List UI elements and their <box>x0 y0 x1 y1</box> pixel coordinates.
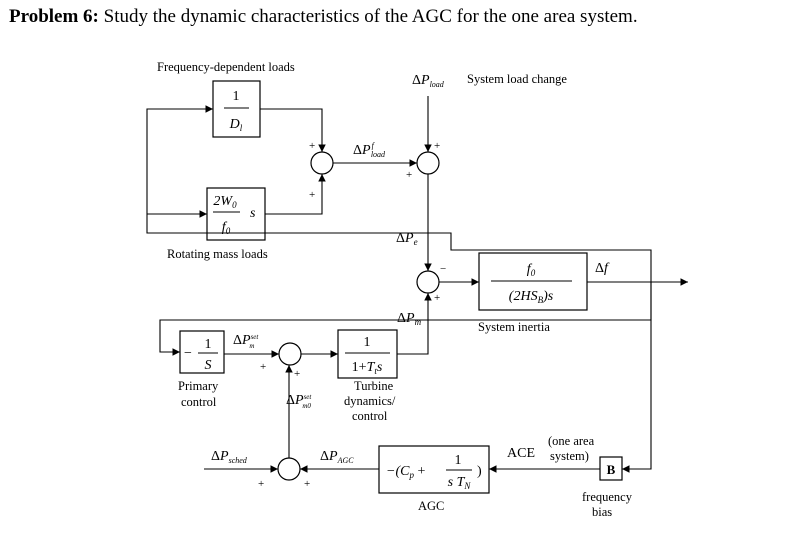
dynamics-label: dynamics/ <box>344 394 396 408</box>
svg-text:Dl: Dl <box>229 117 243 133</box>
sign-plus-8: + <box>258 478 264 490</box>
page-title: Problem 6: Study the dynamic characteris… <box>9 6 638 28</box>
one-area-label: (one area <box>548 434 595 448</box>
sign-plus-4: + <box>406 169 412 181</box>
turbine-label: Turbine <box>354 379 394 393</box>
system-inertia-label: System inertia <box>478 320 550 334</box>
sum-junction-load-freq <box>310 151 334 175</box>
sign-plus-1: + <box>309 140 315 152</box>
svg-text:f0: f0 <box>527 262 536 278</box>
signal-p-e: ΔPe <box>396 231 418 247</box>
signal-delta-f: Δf <box>595 261 610 276</box>
problem-number: Problem 6: <box>9 6 99 27</box>
rotating-mass-block: 2W0 f0 s <box>206 187 266 241</box>
sign-plus-3: + <box>434 140 440 152</box>
bias-label: bias <box>592 505 612 519</box>
system-load-change-label: System load change <box>467 72 567 86</box>
primary-num: 1 <box>205 337 212 352</box>
svg-text:f0: f0 <box>222 220 231 236</box>
primary-sign: − <box>184 346 192 361</box>
load-damping-num: 1 <box>233 89 240 104</box>
signal-p-load: ΔPload <box>412 73 445 89</box>
sign-plus-2: + <box>309 189 315 201</box>
signal-p-agc: ΔPAGC <box>320 449 354 465</box>
sign-plus-6: + <box>260 361 266 373</box>
sign-minus-1: − <box>440 263 446 275</box>
ace-label: ACE <box>507 446 535 461</box>
primary-label: Primary <box>178 379 219 393</box>
sum-junction-agc <box>277 457 301 481</box>
signal-lines <box>146 96 688 473</box>
svg-text:2W0: 2W0 <box>213 194 237 210</box>
primary-den: S <box>205 358 212 373</box>
laplace-s: s <box>250 206 256 221</box>
primary-control-label: control <box>181 395 217 409</box>
system-inertia-block: f0 (2HSB)s <box>478 252 588 311</box>
freq-dep-loads-label: Frequency-dependent loads <box>157 60 295 74</box>
agc-label: AGC <box>418 499 444 513</box>
sum-junction-primary <box>278 342 302 366</box>
system-paren-label: system) <box>550 449 589 463</box>
sum-junction-load-total <box>416 151 440 175</box>
agc-tail: ) <box>477 464 482 479</box>
agc-num: 1 <box>455 453 462 468</box>
agc-block: −(Cp + 1 s TN ) <box>378 445 490 494</box>
frequency-label: frequency <box>582 490 633 504</box>
sign-plus-9: + <box>304 478 310 490</box>
turbine-block: 1 1+Tts <box>337 329 398 379</box>
signal-p-sched: ΔPsched <box>211 449 248 465</box>
signal-p-m: ΔPm <box>397 311 422 327</box>
problem-statement: Study the dynamic characteristics of the… <box>98 6 638 27</box>
sum-junction-power <box>416 270 440 294</box>
svg-text:1+Tts: 1+Tts <box>352 360 383 376</box>
turbine-control-label: control <box>352 409 388 423</box>
svg-text:(2HSB)s: (2HSB)s <box>509 289 554 305</box>
svg-text:−(Cp +: −(Cp + <box>386 464 425 480</box>
load-damping-block: 1 Dl <box>212 80 261 138</box>
turbine-num: 1 <box>364 335 371 350</box>
sign-plus-5: + <box>434 292 440 304</box>
frequency-bias-block: B <box>599 456 623 481</box>
sign-plus-7: + <box>294 368 300 380</box>
rotating-mass-loads-label: Rotating mass loads <box>167 247 268 261</box>
bias-letter: B <box>607 462 616 477</box>
primary-control-block: − 1 S <box>179 330 225 374</box>
